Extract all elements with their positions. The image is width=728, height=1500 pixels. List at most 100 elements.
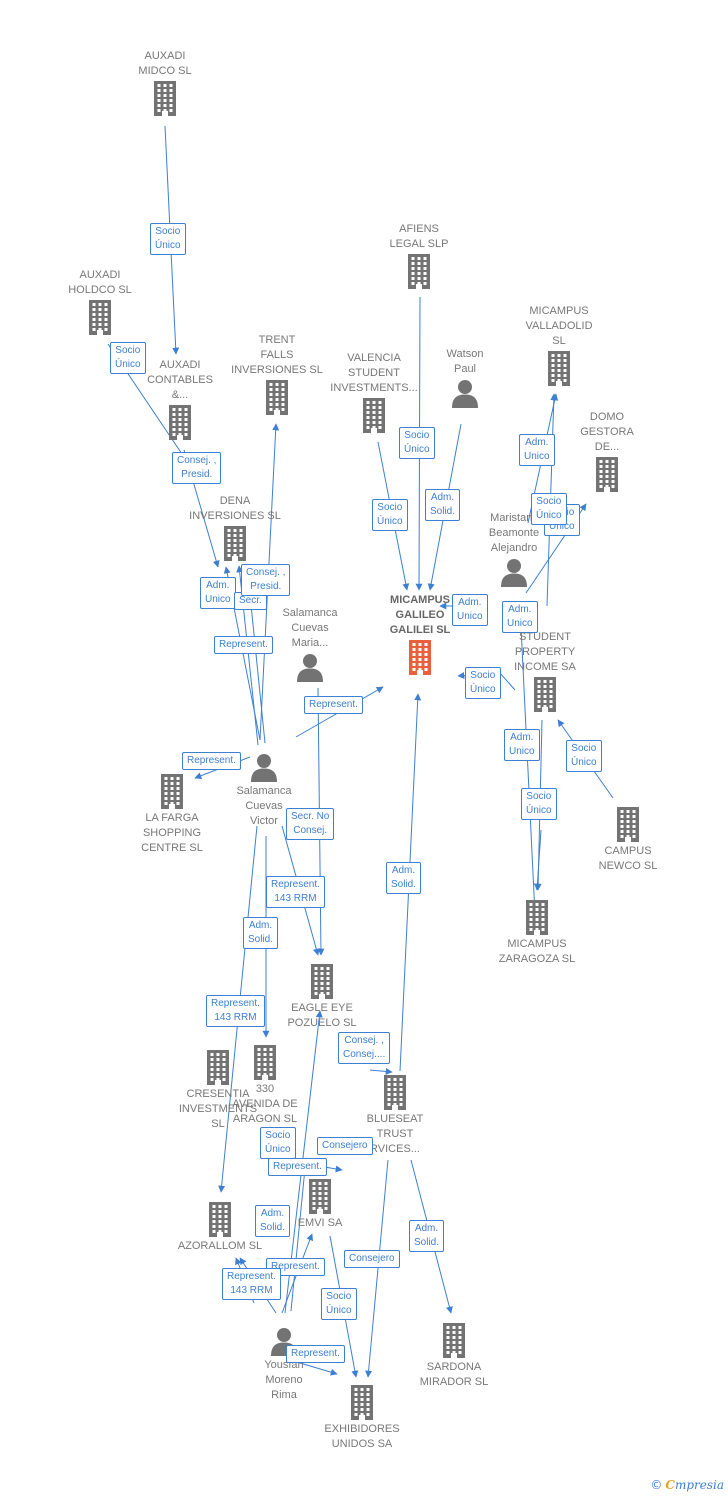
node-maristany[interactable]: Maristany Beamonte Alejandro (472, 511, 556, 587)
relation-label[interactable]: Represent. (286, 1345, 345, 1363)
node-label: MICAMPUS ZARAGOZA SL (498, 938, 576, 965)
relation-label[interactable]: Consej. , Presid. (241, 564, 291, 596)
empresia-watermark: ©Cmpresia (650, 1478, 724, 1492)
relation-label[interactable]: Consejero (344, 1250, 400, 1268)
building-icon (266, 380, 288, 415)
building-icon (443, 1323, 465, 1358)
relation-label[interactable]: Adm. Unico (519, 434, 555, 466)
relation-label[interactable]: Socio Único (521, 788, 557, 820)
node-label: EXHIBIDORES UNIDOS SA (324, 1423, 400, 1450)
node-label: MICAMPUS GALILEO GALILEI SL (389, 594, 451, 636)
node-la-farga[interactable]: LA FARGA SHOPPING CENTRE SL (122, 773, 222, 856)
relation-label[interactable]: Adm. Unico (452, 594, 488, 626)
node-cresentia[interactable]: CRESENTIA INVESTMENTS SL (168, 1049, 268, 1132)
building-icon (207, 1050, 229, 1085)
node-label: AUXADI HOLDCO SL (68, 269, 132, 296)
node-campus-newco[interactable]: CAMPUS NEWCO SL (583, 806, 673, 874)
building-icon (363, 398, 385, 433)
node-micampus-zaragoza[interactable]: MICAMPUS ZARAGOZA SL (482, 899, 592, 967)
relation-label[interactable]: Socio Único (399, 427, 435, 459)
relation-label[interactable]: Adm. Solid. (255, 1205, 291, 1237)
node-trent-falls[interactable]: TRENT FALLS INVERSIONES SL (222, 333, 332, 415)
node-auxadi-holdco[interactable]: AUXADI HOLDCO SL (55, 268, 145, 335)
building-icon (89, 300, 111, 335)
relation-label[interactable]: Represent. (268, 1158, 327, 1176)
relation-label[interactable]: Adm. Solid. (243, 917, 279, 949)
node-eagle-eye[interactable]: EAGLE EYE POZUELO SL (272, 963, 372, 1031)
node-blueseat[interactable]: BLUESEAT TRUST RVICES... (350, 1074, 440, 1157)
relation-label[interactable]: Consej. , Presid. (172, 452, 222, 484)
relation-label[interactable]: Adm. Unico (504, 729, 540, 761)
node-micampus-valladolid[interactable]: MICAMPUS VALLADOLID SL (509, 304, 609, 386)
building-icon (534, 677, 556, 712)
person-icon (452, 380, 478, 408)
person-icon (501, 559, 527, 587)
node-label: EAGLE EYE POZUELO SL (287, 1002, 357, 1029)
building-icon (209, 1202, 231, 1237)
node-sardona[interactable]: SARDONA MIRADOR SL (404, 1322, 504, 1390)
relation-label[interactable]: Socio Único (372, 499, 408, 531)
node-label: 330 AVENIDA DE ARAGON SL (232, 1083, 298, 1125)
relation-label[interactable]: Represent. 143 RRM (222, 1268, 281, 1300)
node-auxadi-midco[interactable]: AUXADI MIDCO SL (120, 49, 210, 116)
building-icon (311, 964, 333, 999)
node-dena-inversiones[interactable]: DENA INVERSIONES SL (180, 494, 290, 561)
relation-edge (365, 1159, 389, 1378)
relation-label[interactable]: Socio Único (260, 1127, 296, 1159)
node-label: Salamanca Cuevas Maria... (282, 607, 338, 649)
node-label: Salamanca Cuevas Victor (236, 785, 292, 827)
relation-label[interactable]: Socio Único (321, 1288, 357, 1320)
node-label: CAMPUS NEWCO SL (598, 845, 658, 872)
node-label: EMVI SA (297, 1217, 343, 1229)
node-label: MICAMPUS VALLADOLID SL (525, 305, 593, 347)
building-icon (596, 457, 618, 492)
copyright-symbol: © (650, 1478, 663, 1492)
building-icon (409, 640, 431, 675)
node-label: BLUESEAT TRUST RVICES... (366, 1113, 424, 1155)
node-label: DENA INVERSIONES SL (189, 495, 281, 522)
building-icon (548, 351, 570, 386)
relation-label[interactable]: Secr. No Consej. (286, 808, 335, 840)
node-label: SARDONA MIRADOR SL (419, 1361, 489, 1388)
relation-label[interactable]: Adm. Unico (200, 577, 236, 609)
relation-label[interactable]: Socio Único (150, 223, 186, 255)
node-micampus-galileo[interactable]: MICAMPUS GALILEO GALILEI SL (370, 593, 470, 675)
building-icon (161, 774, 183, 809)
relation-label[interactable]: Represent. 143 RRM (266, 876, 325, 908)
node-afiens[interactable]: AFIENS LEGAL SLP (374, 222, 464, 289)
relation-label[interactable]: Adm. Solid. (425, 489, 461, 521)
relation-label[interactable]: Adm. Solid. (386, 862, 422, 894)
node-label: CRESENTIA INVESTMENTS SL (178, 1088, 258, 1130)
node-label: AFIENS LEGAL SLP (389, 223, 449, 250)
relation-label[interactable]: Socio Único (110, 342, 146, 374)
relation-label[interactable]: Socio Único (531, 493, 567, 525)
relation-label[interactable]: Represent. (214, 636, 273, 654)
relation-edge (519, 605, 540, 936)
node-student-property[interactable]: STUDENT PROPERTY INCOME SA (495, 630, 595, 712)
relation-label[interactable]: Represent. (182, 752, 241, 770)
node-emvi[interactable]: EMVI SA (290, 1178, 350, 1231)
brand-name: mpresia (674, 1478, 724, 1492)
node-watson-paul[interactable]: Watson Paul (425, 347, 505, 408)
relation-edge (369, 1067, 393, 1075)
brand-initial: C (665, 1478, 675, 1492)
relation-label[interactable]: Adm. Unico (502, 601, 538, 633)
node-label: TRENT FALLS INVERSIONES SL (231, 334, 323, 376)
relation-label[interactable]: Represent. 143 RRM (206, 995, 265, 1027)
node-auxadi-contables[interactable]: AUXADI CONTABLES &... (135, 358, 225, 440)
node-domo-gestora[interactable]: DOMO GESTORA DE... (572, 410, 642, 492)
relation-label[interactable]: Consejero (317, 1137, 373, 1155)
node-label: VALENCIA STUDENT INVESTMENTS... (330, 352, 418, 394)
node-avenida-aragon[interactable]: 330 AVENIDA DE ARAGON SL (220, 1044, 310, 1127)
node-exhibidores[interactable]: EXHIBIDORES UNIDOS SA (312, 1384, 412, 1452)
node-salamanca-maria[interactable]: Salamanca Cuevas Maria... (270, 606, 350, 682)
relation-label[interactable]: Adm. Solid. (409, 1220, 445, 1252)
relation-label[interactable]: Represent. (304, 696, 363, 714)
relation-label[interactable]: Consej. , Consej.... (338, 1032, 391, 1064)
relation-label[interactable]: Socio Único (566, 740, 602, 772)
node-azorallom[interactable]: AZORALLOM SL (165, 1201, 275, 1254)
node-valencia[interactable]: VALENCIA STUDENT INVESTMENTS... (318, 351, 430, 433)
node-salamanca-victor[interactable]: Salamanca Cuevas Victor (224, 752, 304, 829)
relation-label[interactable]: Socio Único (465, 667, 501, 699)
